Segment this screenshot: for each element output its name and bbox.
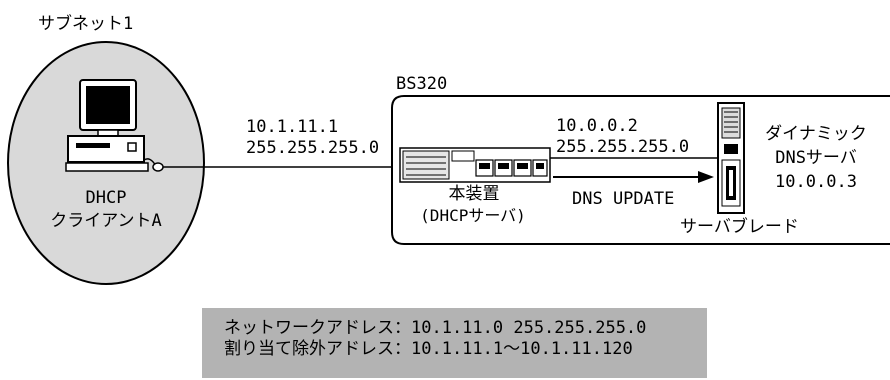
client-label-line1: DHCP <box>85 188 127 208</box>
bs320-label: BS320 <box>396 74 448 94</box>
subnet-title: サブネット1 <box>38 14 134 34</box>
main-unit-sublabel: (DHCPサーバ) <box>420 206 526 225</box>
computer-icon <box>65 79 164 172</box>
dns-server-ip: 10.0.0.3 <box>775 172 857 192</box>
network-address-line: ネットワークアドレス：10.1.11.0 255.255.255.0 <box>224 318 647 338</box>
dns-update-arrow <box>553 171 714 183</box>
server-blade-label: サーバブレード <box>680 217 799 237</box>
switch-unit-icon <box>399 147 551 183</box>
client-label-line2: クライアントA <box>50 211 162 231</box>
dns-server-label-line2: DNSサーバ <box>775 148 857 168</box>
dns-server-label-line1: ダイナミック <box>765 124 867 144</box>
client-link-mask: 255.255.255.0 <box>246 138 380 158</box>
main-unit-label: 本装置 <box>448 184 500 204</box>
excluded-address-line: 割り当て除外アドレス：10.1.11.1〜10.1.11.120 <box>224 339 633 359</box>
address-info-box: ネットワークアドレス：10.1.11.0 255.255.255.0 割り当て除… <box>202 308 707 378</box>
server-link-ip: 10.0.0.2 <box>556 116 638 136</box>
server-link-mask: 255.255.255.0 <box>556 137 690 157</box>
dns-update-label: DNS UPDATE <box>572 189 675 209</box>
client-link-ip: 10.1.11.1 <box>246 117 339 137</box>
bs320-box <box>391 95 890 245</box>
server-blade-icon <box>717 102 745 214</box>
